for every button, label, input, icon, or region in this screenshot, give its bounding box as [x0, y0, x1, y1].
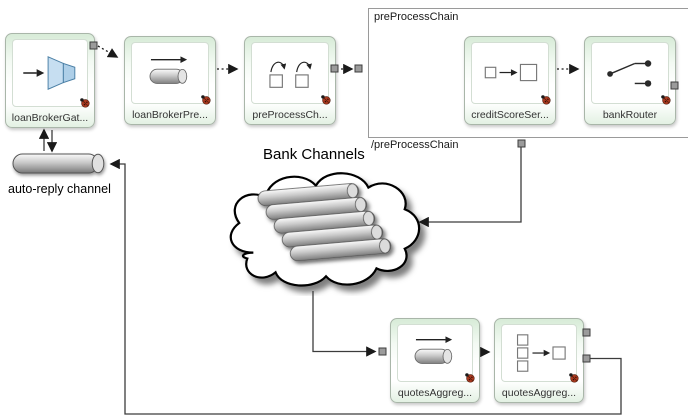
node-label: loanBrokerGat... — [11, 112, 89, 124]
port — [354, 64, 363, 73]
node-loan-broker-gateway[interactable]: loanBrokerGat... — [5, 33, 95, 128]
channel-icon — [397, 324, 473, 382]
aggregator-icon — [501, 324, 577, 382]
node-label: quotesAggreg... — [501, 387, 577, 399]
ladybug-icon — [568, 370, 579, 383]
ladybug-icon — [540, 92, 551, 105]
node-loan-broker-pre-processor[interactable]: loanBrokerPre... — [124, 36, 216, 125]
gateway-icon — [12, 39, 88, 107]
chain-container-title: preProcessChain — [374, 11, 459, 23]
router-icon-svg — [607, 60, 652, 87]
ladybug-icon — [79, 95, 90, 108]
connector-chain-to-cloud — [418, 147, 522, 228]
connector-cloud-to-quotes — [312, 291, 377, 357]
port — [378, 347, 387, 356]
node-label: loanBrokerPre... — [132, 109, 208, 121]
node-quotes-aggregator[interactable]: quotesAggreg... — [494, 318, 584, 403]
auto-reply-channel-label: auto-reply channel — [8, 182, 111, 196]
chain-icon — [251, 42, 329, 104]
node-label: bankRouter — [602, 109, 658, 121]
chain-container-close-label: /preProcessChain — [371, 139, 459, 151]
channel-icon-svg — [149, 56, 188, 84]
bank-channels-label: Bank Channels — [263, 146, 365, 163]
channel-icon-svg — [414, 336, 453, 364]
port — [517, 139, 526, 148]
ladybug-icon — [464, 370, 475, 383]
node-pre-process-chain[interactable]: preProcessCh... — [244, 36, 336, 125]
node-label: preProcessCh... — [252, 109, 328, 121]
port — [582, 328, 591, 337]
node-bank-router[interactable]: bankRouter — [584, 36, 676, 125]
router-icon — [591, 42, 669, 104]
node-label: creditScoreSer... — [471, 109, 549, 121]
node-credit-score-service[interactable]: creditScoreSer... — [464, 36, 556, 125]
node-quotes-channel[interactable]: quotesAggreg... — [390, 318, 480, 403]
bank-channels-cloud[interactable] — [213, 158, 435, 296]
ladybug-icon — [200, 92, 211, 105]
aggregator-icon-svg — [516, 333, 566, 372]
gateway-icon-svg — [23, 56, 76, 90]
auto-reply-channel-pipe[interactable] — [10, 150, 110, 180]
channel-icon — [131, 42, 209, 104]
service-activator-icon — [471, 42, 549, 104]
ladybug-icon — [320, 92, 331, 105]
ladybug-icon — [660, 92, 671, 105]
connector-gateway-to-pre — [97, 45, 119, 58]
service-activator-icon-svg — [484, 63, 538, 82]
port — [582, 354, 591, 363]
chain-icon-svg — [269, 61, 312, 88]
node-label: quotesAggreg... — [397, 387, 473, 399]
